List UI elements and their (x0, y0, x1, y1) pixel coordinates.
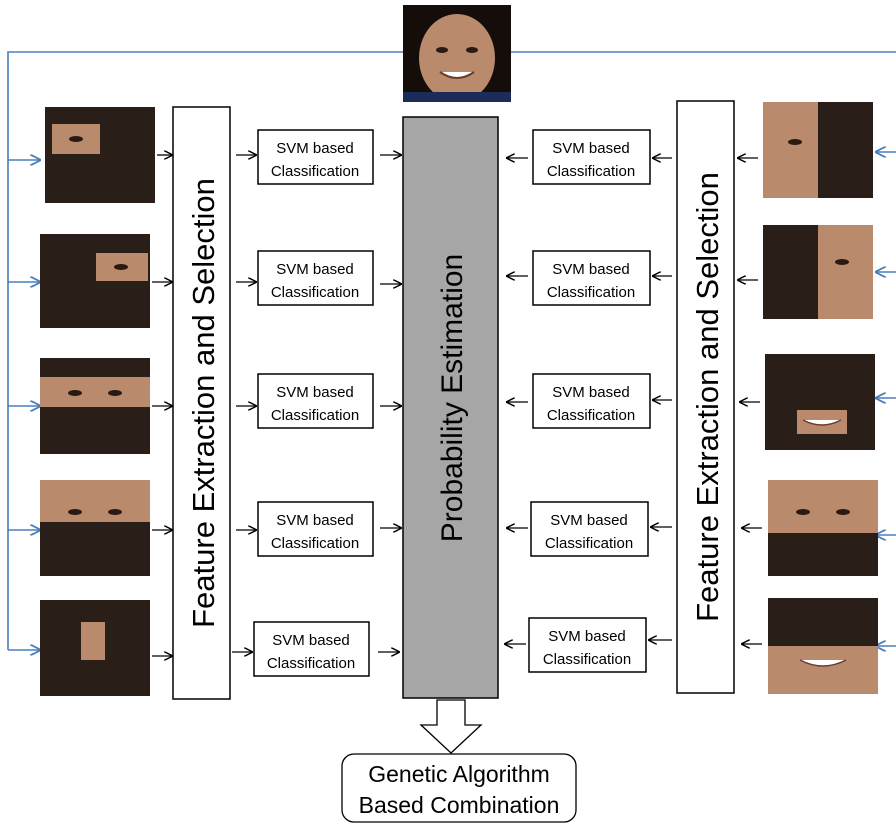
left-svm-box-3: SVM based Classification (257, 373, 374, 429)
svm-label-line1: SVM based (548, 628, 626, 645)
output-line2: Based Combination (359, 792, 560, 818)
svm-label-line2: Classification (267, 655, 355, 672)
left-feature-label: Feature Extraction and Selection (186, 178, 221, 628)
feedback-lines (7, 51, 896, 650)
svm-label-line2: Classification (271, 535, 359, 552)
svm-label-line1: SVM based (272, 632, 350, 649)
right-face-2 (763, 225, 873, 319)
svm-label-line2: Classification (547, 407, 635, 424)
left-svm-box-5: SVM based Classification (253, 621, 370, 677)
right-face-4 (768, 480, 878, 576)
left-face-2 (40, 234, 150, 328)
left-face-5 (40, 600, 150, 696)
output-line1: Genetic Algorithm (368, 761, 550, 787)
left-svm-box-1: SVM based Classification (257, 129, 374, 185)
left-face-4 (40, 480, 150, 576)
svm-label-line2: Classification (547, 163, 635, 180)
svm-label-line1: SVM based (276, 384, 354, 401)
svm-label-line1: SVM based (276, 512, 354, 529)
right-face-1 (763, 102, 873, 198)
svm-label-line1: SVM based (276, 140, 354, 157)
right-svm-box-1: SVM based Classification (532, 129, 651, 185)
svm-label-line2: Classification (543, 651, 631, 668)
left-svm-box-2: SVM based Classification (257, 250, 374, 306)
right-flow-arrows (505, 158, 762, 644)
right-feature-extraction-box: Feature Extraction and Selection (676, 100, 735, 694)
genetic-algorithm-box: Genetic Algorithm Based Combination (341, 753, 577, 823)
output-down-arrow (419, 699, 483, 754)
probability-label: Probability Estimation (436, 254, 469, 542)
svm-label-line1: SVM based (552, 140, 630, 157)
svm-label-line1: SVM based (276, 261, 354, 278)
left-flow-arrows (152, 155, 401, 656)
right-face-3 (765, 354, 875, 450)
svm-label-line2: Classification (271, 284, 359, 301)
left-face-1 (45, 107, 155, 203)
left-face-3 (40, 358, 150, 454)
svm-label-line1: SVM based (550, 512, 628, 529)
svm-label-line2: Classification (271, 407, 359, 424)
probability-estimation-box: Probability Estimation (402, 116, 499, 699)
svm-label-line2: Classification (545, 535, 633, 552)
input-face-image (403, 5, 511, 102)
left-svm-box-4: SVM based Classification (257, 501, 374, 557)
svm-label-line2: Classification (547, 284, 635, 301)
svm-label-line1: SVM based (552, 261, 630, 278)
right-svm-box-2: SVM based Classification (532, 250, 651, 306)
right-face-5 (768, 598, 878, 694)
right-feature-label: Feature Extraction and Selection (690, 172, 725, 622)
right-svm-box-3: SVM based Classification (532, 373, 651, 429)
left-feature-extraction-box: Feature Extraction and Selection (172, 106, 231, 700)
svm-label-line1: SVM based (552, 384, 630, 401)
svm-label-line2: Classification (271, 163, 359, 180)
right-svm-box-4: SVM based Classification (530, 501, 649, 557)
right-svm-box-5: SVM based Classification (528, 617, 647, 673)
